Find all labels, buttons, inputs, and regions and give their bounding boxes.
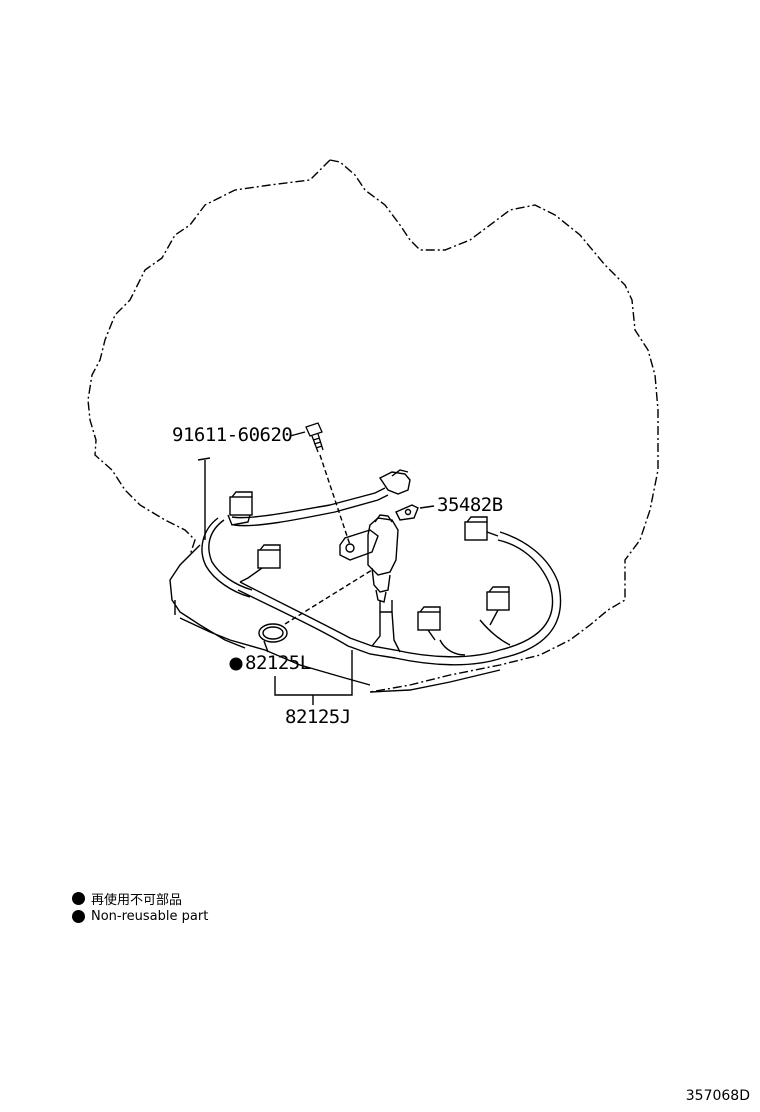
legend-dot-icon <box>72 892 85 905</box>
part-label-oring: 82125L <box>245 652 311 674</box>
wire-harness-82125J <box>201 487 562 666</box>
connector-top-left <box>227 491 253 526</box>
legend-english-text: Non-reusable part <box>91 909 209 924</box>
speed-sensor <box>339 514 399 613</box>
part-label-harness: 82125J <box>285 706 351 728</box>
non-reusable-marker <box>229 657 243 671</box>
legend-japanese-text: 再使用不可部品 <box>91 893 183 908</box>
connector-right-top <box>464 516 499 541</box>
clamp-leader-line <box>419 505 435 509</box>
harness-bracket <box>274 650 353 705</box>
oring-leader-line <box>263 640 269 653</box>
transmission-lower-flange <box>169 457 371 686</box>
bolt-91611-60620 <box>305 422 324 453</box>
connector-mid-left <box>239 544 281 583</box>
transmission-housing-outline <box>329 159 659 693</box>
connector-center <box>417 606 441 641</box>
legend-japanese: 再使用不可部品 <box>72 889 182 908</box>
part-label-clamp: 35482B <box>437 494 503 516</box>
transmission-housing-left <box>87 159 331 556</box>
oring-dashed-axis <box>284 569 373 625</box>
figure-id: 357068D <box>685 1088 750 1104</box>
transmission-lower-edge <box>369 669 501 693</box>
bolt-leader-line <box>289 431 306 437</box>
part-label-bolt: 91611-60620 <box>172 424 293 446</box>
legend-english: Non-reusable part <box>72 909 208 924</box>
oring-82125L-inner <box>262 626 284 640</box>
connector-right-mid <box>486 586 510 626</box>
bolt-dashed-axis <box>319 454 351 546</box>
oring-82125L <box>258 623 288 643</box>
harness-end-clip <box>378 469 411 495</box>
legend-dot-icon <box>72 910 85 923</box>
clamp-35482B <box>395 504 419 521</box>
